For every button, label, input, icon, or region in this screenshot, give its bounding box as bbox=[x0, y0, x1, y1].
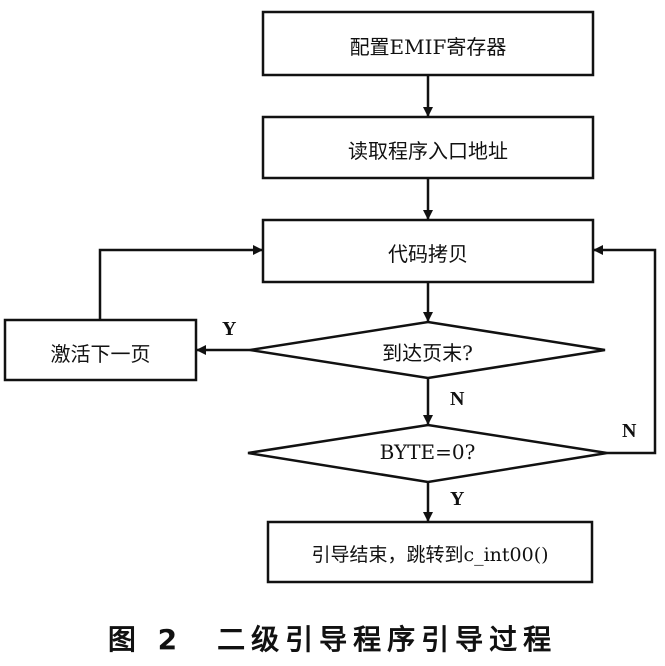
diamond-page-end bbox=[249, 320, 606, 380]
node-code-copy: 代码拷贝 bbox=[388, 242, 468, 266]
figure-caption: 图 2 二级引导程序引导过程 bbox=[107, 623, 558, 656]
label-byte-zero-yes: Y bbox=[450, 488, 465, 510]
node-boot-end: 引导结束，跳转到c_int00() bbox=[311, 544, 549, 566]
label-page-end-yes: Y bbox=[222, 318, 237, 340]
node-config-emif: 配置EMIF寄存器 bbox=[349, 35, 507, 59]
node-read-entry: 读取程序入口地址 bbox=[348, 139, 508, 163]
label-byte-zero-no: N bbox=[622, 420, 637, 442]
label-page-end-no: N bbox=[450, 388, 465, 410]
node-byte-zero-check: BYTE=0? bbox=[379, 440, 476, 464]
box-boot-end bbox=[266, 520, 594, 584]
node-activate-next-page: 激活下一页 bbox=[50, 342, 151, 366]
arrow-loop-left bbox=[98, 245, 263, 320]
node-page-end-check: 到达页末? bbox=[382, 341, 473, 365]
arrow-loop-right bbox=[593, 245, 657, 455]
